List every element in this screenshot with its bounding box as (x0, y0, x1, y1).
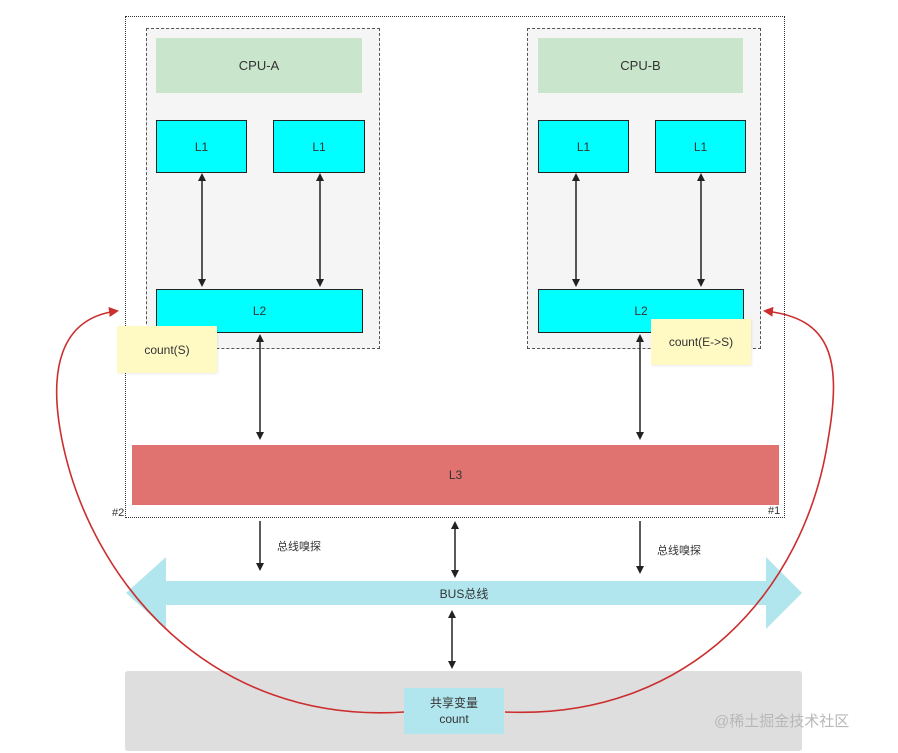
cpu-a-l2: L2 (156, 289, 363, 333)
l3-cache: L3 (132, 445, 779, 505)
cpu-a-l1-right: L1 (273, 120, 365, 173)
bus-label: BUS总线 (439, 586, 489, 601)
shared-variable-box: 共享变量 count (404, 688, 504, 734)
bus-arrow (126, 557, 802, 629)
cpu-b-label: CPU-B (538, 38, 743, 93)
snoop-label-right: 总线嗅探 (657, 545, 701, 557)
cpu-a-label: CPU-A (156, 38, 362, 93)
cpu-b-l1-left: L1 (538, 120, 629, 173)
cpu-a-l1-left: L1 (156, 120, 247, 173)
cpu-a-count-note: count(S) (117, 326, 217, 373)
snoop-label-left: 总线嗅探 (277, 541, 321, 553)
cpu-b-count-note: count(E->S) (651, 319, 751, 365)
shared-variable-line2: count (439, 712, 469, 726)
marker-left: #2 (112, 507, 125, 519)
red-curve-left (55, 307, 405, 714)
system-boundary (125, 16, 785, 518)
marker-right: #1 (768, 505, 781, 517)
shared-variable-line1: 共享变量 (429, 696, 478, 710)
cpu-b-l1-right: L1 (655, 120, 746, 173)
watermark: @稀土掘金技术社区 (714, 713, 850, 730)
red-curve-right (504, 306, 835, 714)
